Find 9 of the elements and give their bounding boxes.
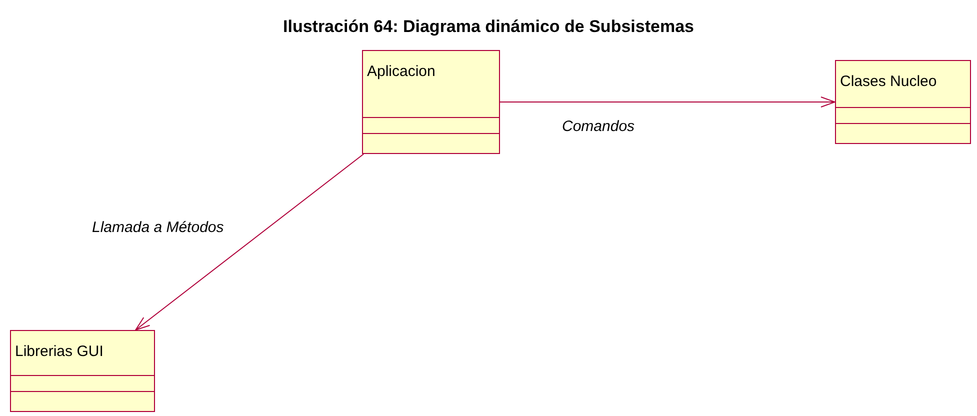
diagram-title: Ilustración 64: Diagrama dinámico de Subsistemas xyxy=(282,16,695,38)
class-box xyxy=(362,50,500,154)
class-box xyxy=(10,330,155,412)
arrow xyxy=(135,154,364,330)
class-name: Aplicacion xyxy=(367,62,436,82)
class-name: Clases Nucleo xyxy=(840,72,938,92)
class-name: Librerias GUI xyxy=(15,342,104,362)
class-box xyxy=(835,60,971,144)
arrow xyxy=(500,96,836,108)
